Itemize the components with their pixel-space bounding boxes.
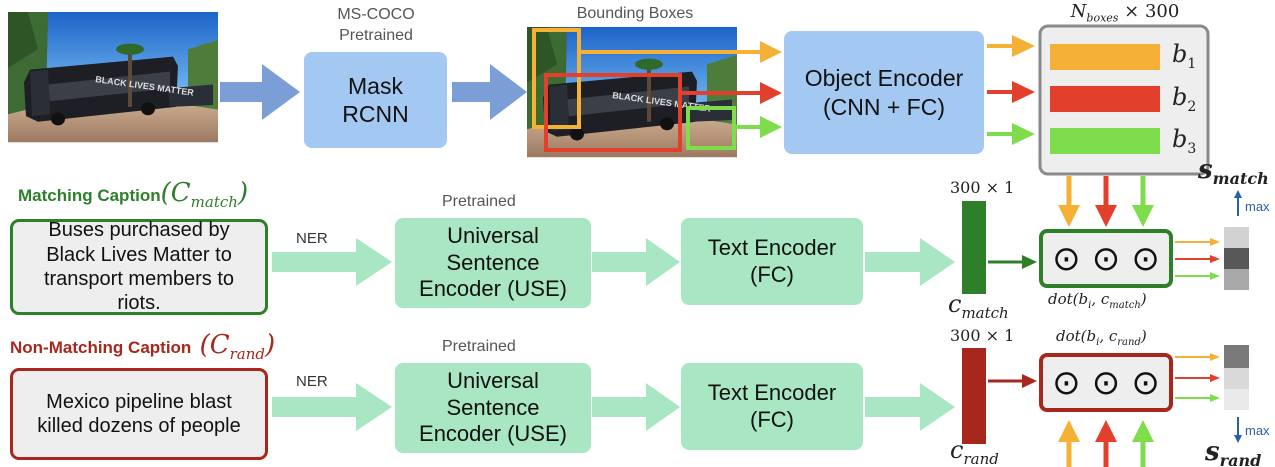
bbox-1	[532, 28, 581, 129]
arrow-up-b1-head	[1058, 420, 1080, 442]
ner-label-match: NER	[296, 230, 328, 247]
arrow-feat2-head	[1012, 81, 1035, 103]
score-match-arrow-2-head	[1210, 255, 1220, 263]
arrow-down-b1-head	[1058, 205, 1080, 227]
arrow-match-caption-to-use	[272, 238, 392, 286]
random-caption-box: Mexico pipeline blast killed dozens of p…	[10, 368, 268, 460]
dot-op-5: ⊙	[1091, 363, 1121, 402]
arrow-cmatch-to-dot-head	[1022, 255, 1037, 269]
feature-label-b1: b1	[1172, 40, 1197, 72]
bounding-boxes-label: Bounding Boxes	[576, 5, 694, 22]
arrow-rand-use-to-textenc	[592, 383, 680, 431]
arrow-feat3-head	[1012, 123, 1035, 145]
mask-rcnn-box: Mask RCNN	[304, 52, 447, 148]
s-rand-label: srand	[1205, 437, 1262, 467]
random-caption-title: Non-Matching Caption (Crand)	[10, 330, 276, 364]
arrow-down-b2-head	[1095, 205, 1117, 227]
feature-label-b3: b3	[1172, 125, 1197, 157]
feature-bar-b3	[1050, 128, 1160, 154]
ner-label-rand: NER	[296, 373, 328, 390]
score-match-arrow-1-head	[1210, 238, 1220, 246]
use-box-rand: Universal Sentence Encoder (USE)	[395, 363, 591, 453]
dot-symbols-match: ⊙ ⊙ ⊙	[1041, 231, 1171, 286]
arrow-bbox2-head	[760, 82, 782, 104]
score-rand-cell-3	[1224, 389, 1249, 410]
pretrained-label-mscoco: MS-COCO Pretrained	[337, 6, 415, 44]
max-arrow-match-head	[1234, 190, 1242, 198]
dot-label-match: dot(bi, cmatch)	[1048, 290, 1147, 311]
dim-label-match: 300 × 1	[950, 178, 1015, 197]
score-match-arrow-3-head	[1210, 272, 1220, 280]
score-rand-arrow-2-head	[1210, 374, 1220, 382]
dot-symbols-rand: ⊙ ⊙ ⊙	[1041, 355, 1171, 410]
arrow-match-use-to-textenc	[592, 238, 680, 286]
feature-label-b2: b2	[1172, 83, 1197, 115]
arrow-crand-to-dot-head	[1022, 374, 1037, 388]
vector-c-match	[962, 201, 986, 294]
dot-op-3: ⊙	[1131, 239, 1160, 278]
s-match-label: smatch	[1198, 155, 1269, 189]
bbox-2	[544, 73, 682, 152]
pretrained-label-rand: Pretrained	[442, 338, 516, 355]
max-label-match: max	[1245, 199, 1270, 214]
arrow-image-to-rcnn	[220, 64, 300, 120]
feature-bar-b2	[1050, 86, 1160, 112]
dot-label-rand: dot(bi, crand)	[1056, 327, 1147, 348]
dot-op-4: ⊙	[1052, 363, 1081, 402]
text-encoder-box-rand: Text Encoder (FC)	[681, 363, 863, 450]
score-match-cell-3	[1224, 269, 1249, 290]
dot-op-6: ⊙	[1131, 363, 1160, 402]
dot-box-rand	[1039, 353, 1173, 412]
feature-dims-label: Nboxes × 300	[1070, 1, 1180, 25]
score-rand-arrow-3-head	[1210, 394, 1220, 402]
max-arrow-rand-head	[1234, 435, 1242, 443]
use-box-match: Universal Sentence Encoder (USE)	[395, 218, 591, 308]
score-rand-cell-1	[1224, 345, 1249, 368]
pretrained-label-match: Pretrained	[442, 193, 516, 210]
arrow-up-b3-head	[1132, 420, 1154, 442]
arrow-up-b2-head	[1095, 420, 1117, 442]
score-rand-arrow-1-head	[1210, 353, 1220, 361]
dot-box-match	[1039, 229, 1173, 288]
text-encoder-box-match: Text Encoder (FC)	[681, 218, 863, 305]
arrow-bbox3-head	[760, 116, 782, 138]
arrow-rcnn-to-bbox	[452, 64, 527, 120]
c-match-label: cmatch	[948, 290, 1009, 322]
arrow-down-b3-head	[1132, 205, 1154, 227]
arrow-match-textenc-to-vec	[865, 238, 955, 286]
max-label-rand: max	[1245, 423, 1270, 438]
dot-op-1: ⊙	[1052, 239, 1081, 278]
object-encoder-box: Object Encoder (CNN + FC)	[784, 31, 984, 154]
arrow-rand-caption-to-use	[272, 383, 392, 431]
score-rand-cell-2	[1224, 368, 1249, 389]
score-match-cell-2	[1224, 248, 1249, 269]
arrow-rand-textenc-to-vec	[865, 383, 955, 431]
arrow-bbox1-head	[760, 41, 782, 63]
vector-c-rand	[962, 348, 986, 444]
score-match-cell-1	[1224, 227, 1249, 248]
matching-caption-title: Matching Caption(Cmatch)	[18, 178, 249, 212]
dim-label-rand: 300 × 1	[950, 326, 1015, 345]
arrow-feat1-head	[1012, 35, 1035, 57]
dot-op-2: ⊙	[1091, 239, 1121, 278]
c-rand-label: crand	[950, 436, 999, 467]
feature-bar-b1	[1050, 44, 1160, 70]
matching-caption-box: Buses purchased by Black Lives Matter to…	[10, 219, 268, 315]
